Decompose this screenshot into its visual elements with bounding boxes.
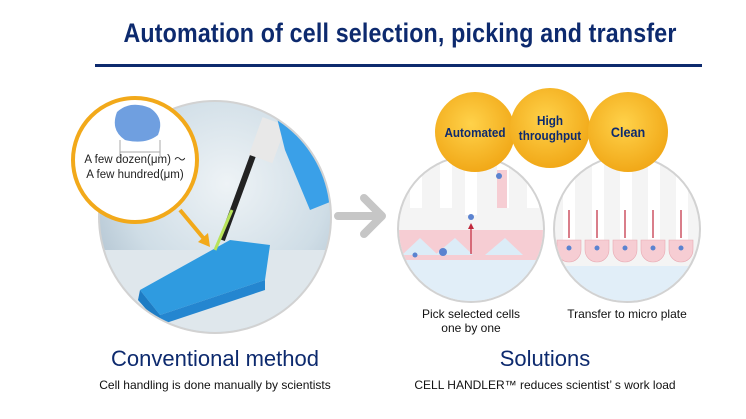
bubble-automated: Automated [444,124,506,140]
bubble-automated-bg [435,92,515,172]
arrow-right-icon [334,194,386,238]
pick-diagram [397,155,545,303]
title-underline [95,64,702,67]
pointer-arrow-icon [198,233,210,247]
cell-size-inset [71,96,210,247]
solutions-caption: CELL HANDLER™ reduces scientist’ s work … [414,378,676,392]
cell-icon [114,104,161,142]
conventional-caption: Cell handling is done manually by scient… [99,378,331,392]
transfer-caption: Transfer to micro plate [567,307,687,321]
cell-size-min: A few dozen(μm) 〜 [84,154,186,166]
pick-caption-line2: one by one [441,321,501,335]
transfer-diagram [553,155,701,303]
glove [275,110,330,210]
cell-size-label: A few dozen(μm) 〜 A few hundred(μm) [75,153,195,183]
pick-caption-line1: Pick selected cells [421,307,521,321]
bubble-high-throughput: High throughput [518,113,582,143]
well-plate [140,240,270,315]
pick-caption: Pick selected cells one by one [401,307,541,335]
conventional-heading: Conventional method [111,346,319,371]
page-title: Automation of cell selection, picking an… [123,18,677,48]
pipette [219,148,258,242]
bubble-clean: Clean [610,123,646,140]
bubble-throughput-bg [510,88,590,168]
bubble-clean-bg [588,92,668,172]
cell-size-max: A few hundred(μm) [86,169,184,181]
solutions-heading: Solutions [499,346,591,371]
